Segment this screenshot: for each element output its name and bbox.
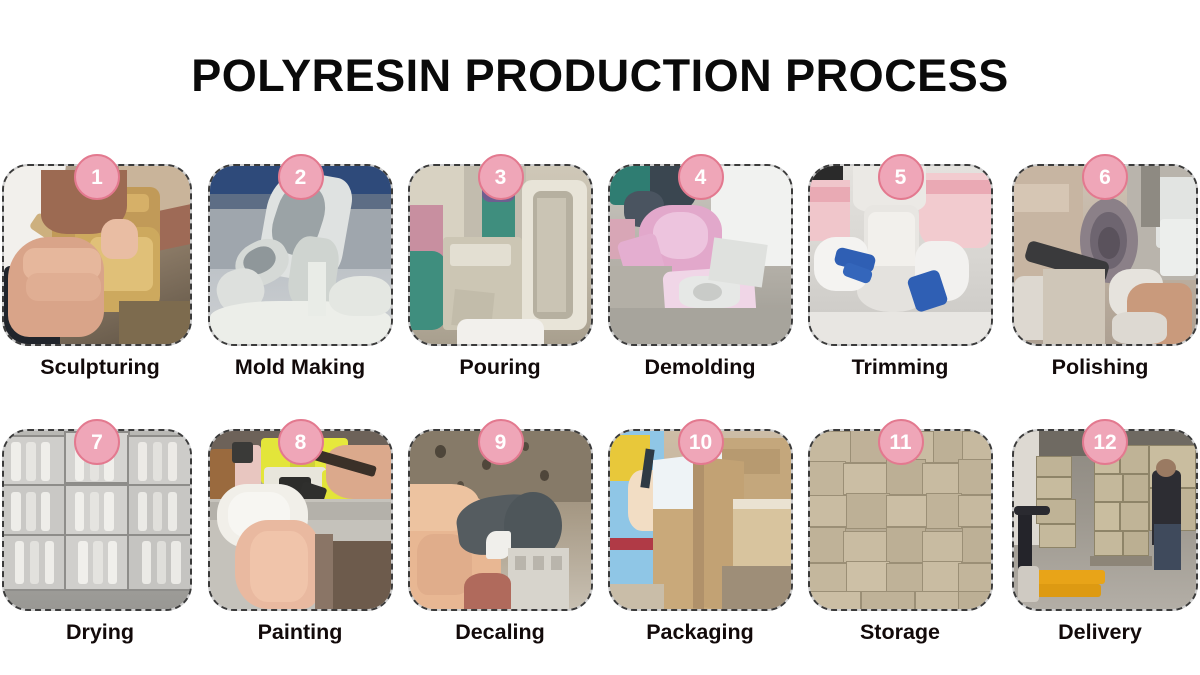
step-number-badge: 9: [477, 419, 524, 465]
step-thumbnail-wrap: 11: [808, 419, 993, 611]
step-label: Demolding: [644, 355, 756, 379]
process-step-card[interactable]: 12 Delivery: [1000, 417, 1200, 675]
step-label: Storage: [859, 620, 941, 644]
step-number-badge: 1: [74, 154, 120, 200]
step-number-badge: 3: [477, 154, 524, 200]
step-number-badge: 7: [74, 419, 120, 465]
step-thumbnail-wrap: 5: [808, 154, 993, 346]
step-number-badge: 2: [277, 154, 324, 200]
step-thumbnail-wrap: 4: [608, 154, 793, 346]
scene-polishing: [1014, 166, 1196, 344]
step-number-badge: 4: [677, 154, 724, 200]
process-step-card[interactable]: 7 Drying: [0, 417, 200, 675]
page-title: POLYRESIN PRODUCTION PROCESS: [191, 50, 1009, 101]
process-step-card[interactable]: 6 Polishing: [1000, 152, 1200, 417]
step-label: Mold Making: [234, 355, 366, 379]
process-step-card[interactable]: 1 Sculpturing: [0, 152, 200, 417]
step-image: [608, 164, 793, 346]
process-step-card[interactable]: 10 Packaging: [600, 417, 800, 675]
step-image: [1012, 429, 1198, 611]
step-thumbnail-wrap: 7: [2, 419, 192, 611]
step-label: Painting: [257, 620, 343, 644]
step-number-badge: 8: [277, 419, 324, 465]
step-label: Drying: [65, 620, 135, 644]
step-image: [808, 164, 993, 346]
step-thumbnail-wrap: 12: [1012, 419, 1198, 611]
step-thumbnail-wrap: 2: [208, 154, 393, 346]
step-thumbnail-wrap: 6: [1012, 154, 1198, 346]
step-label: Packaging: [646, 620, 754, 644]
process-step-card[interactable]: 2 Mold Making: [200, 152, 400, 417]
process-step-card[interactable]: 3 Pouring: [400, 152, 600, 417]
step-number-badge: 5: [877, 154, 924, 200]
step-thumbnail-wrap: 8: [208, 419, 393, 611]
process-step-card[interactable]: 9 Decaling: [400, 417, 600, 675]
process-steps-grid: 1 Sculpturing: [0, 152, 1200, 675]
step-thumbnail-wrap: 9: [408, 419, 593, 611]
step-label: Polishing: [1051, 355, 1149, 379]
step-thumbnail-wrap: 1: [2, 154, 192, 346]
step-number-badge: 10: [677, 419, 724, 465]
process-step-card[interactable]: 4 Demolding: [600, 152, 800, 417]
step-label: Pouring: [459, 355, 541, 379]
step-number-badge: 12: [1082, 419, 1128, 465]
scene-trimming: [810, 166, 991, 344]
step-thumbnail-wrap: 10: [608, 419, 793, 611]
step-number-badge: 11: [877, 419, 924, 465]
step-label: Trimming: [851, 355, 949, 379]
step-label: Sculpturing: [40, 355, 160, 379]
step-label: Decaling: [455, 620, 545, 644]
step-number-badge: 6: [1082, 154, 1128, 200]
scene-decaling: [410, 431, 591, 609]
process-step-card[interactable]: 5 Trimming: [800, 152, 1000, 417]
step-thumbnail-wrap: 3: [408, 154, 593, 346]
process-step-card[interactable]: 11 Storage: [800, 417, 1000, 675]
step-image: [408, 429, 593, 611]
process-step-card[interactable]: 8 Painting: [200, 417, 400, 675]
step-label: Delivery: [1058, 620, 1142, 644]
